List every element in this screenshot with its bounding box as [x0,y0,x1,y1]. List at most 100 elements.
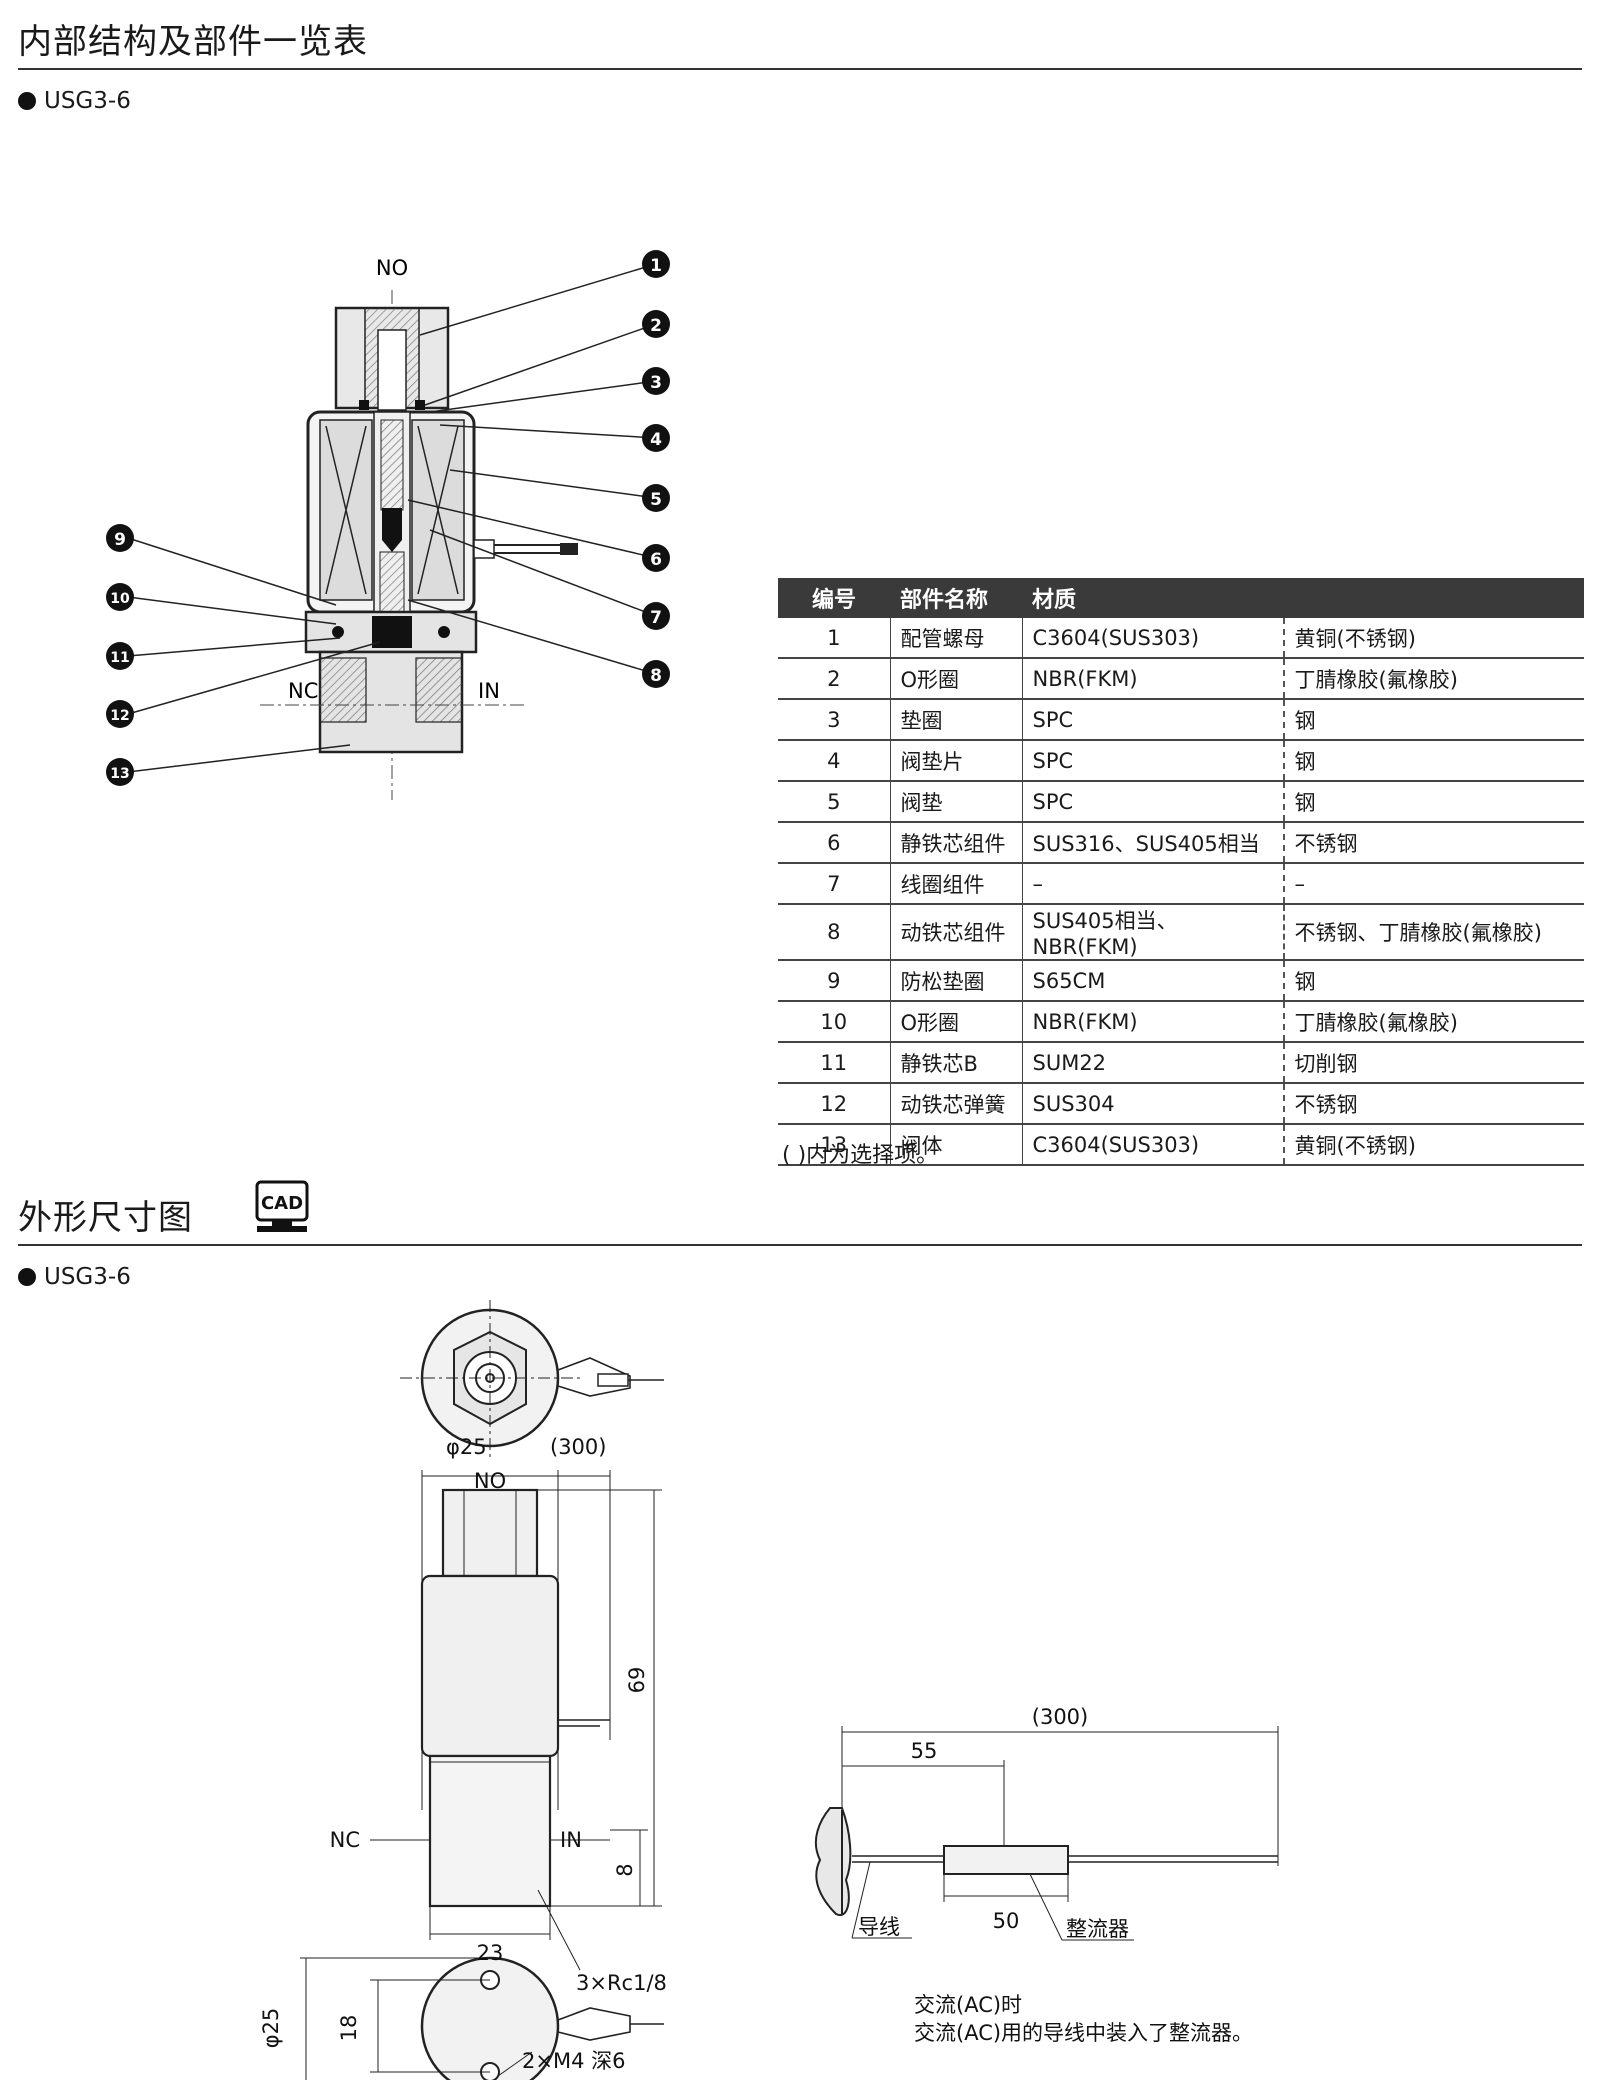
dim-lead-300: (300) [550,1435,606,1459]
row-material: C3604(SUS303) [1022,1124,1285,1166]
row-material-cn: 钢 [1283,960,1584,1002]
front-no-label: NO [474,1469,506,1493]
callout-12: 12 [110,708,129,724]
dim-phi25: φ25 [446,1435,487,1459]
row-material-cn: 不锈钢 [1283,1083,1584,1125]
header-name: 部件名称 [890,578,1022,618]
row-name: 垫圈 [890,699,1023,741]
row-material: – [1022,863,1285,905]
model-label: USG3-6 [18,88,131,114]
row-no: 4 [778,740,891,782]
row-name: 静铁芯B [890,1042,1023,1084]
row-material-cn: – [1283,863,1584,905]
callouts: 1 2 3 4 5 6 7 8 9 10 11 12 13 [106,250,670,786]
table-header-row: 编号 部件名称 材质 [778,578,1584,618]
row-no: 13 [778,1124,891,1166]
row-material: S65CM [1022,960,1285,1002]
bullet-icon [18,92,36,110]
row-material-cn: 丁腈橡胶(氟橡胶) [1283,658,1584,700]
front-nc-label: NC [330,1828,360,1852]
row-no: 5 [778,781,891,823]
callout-2: 2 [650,316,662,336]
model-text: USG3-6 [44,88,131,114]
row-name: 配管螺母 [890,618,1023,659]
port-spec: 3×Rc1/8 [576,1971,667,1995]
section-title-internal: 内部结构及部件一览表 [18,22,368,62]
row-no: 1 [778,618,891,659]
row-material: C3604(SUS303) [1022,618,1285,659]
rectifier-len-50: 50 [993,1909,1020,1933]
leader-lines [127,263,657,773]
row-material-cn: 切削钢 [1283,1042,1584,1084]
row-material: SUM22 [1022,1042,1285,1084]
row-material-cn: 钢 [1283,781,1584,823]
row-no: 12 [778,1083,891,1125]
row-no: 9 [778,960,891,1002]
row-material: SUS405相当、NBR(FKM) [1022,904,1285,961]
dim-23: 23 [477,1941,504,1965]
row-no: 10 [778,1001,891,1043]
rectifier-box [943,1845,1069,1875]
front-nut [441,1488,539,1578]
table-note: ( )内为选择项。 [782,1143,939,1168]
model-label: USG3-6 [18,1264,131,1290]
callout-7: 7 [650,608,662,628]
callout-10: 10 [110,591,130,607]
header-material: 材质 [1022,578,1584,618]
header-no: 编号 [778,578,890,618]
row-material-cn: 丁腈橡胶(氟橡胶) [1283,1001,1584,1043]
row-name: 线圈组件 [890,863,1023,905]
row-name: 动铁芯弹簧 [890,1083,1023,1125]
bullet-icon [18,1268,36,1286]
ac-note-line1: 交流(AC)时 [914,1993,1022,2017]
row-name: 防松垫圈 [890,960,1023,1002]
row-name: 阀垫片 [890,740,1023,782]
row-material-cn: 黄铜(不锈钢) [1283,618,1584,659]
dim-8: 8 [613,1863,637,1876]
front-in-label: IN [560,1828,582,1852]
row-material-cn: 不锈钢、丁腈橡胶(氟橡胶) [1283,904,1584,961]
front-coil [420,1574,560,1758]
bottom-dim-phi25: φ25 [260,2008,283,2049]
row-material: NBR(FKM) [1022,1001,1285,1043]
dim-18: 18 [337,2015,361,2042]
cad-icon[interactable]: CAD [254,1180,310,1236]
wire-label: 导线 [858,1915,900,1939]
row-no: 2 [778,658,891,700]
section-divider [18,68,1582,70]
lead-wire-drawing: (300) 55 50 导线 整流器 交流(AC)时 交流(AC)用的导线中装入… [814,1705,1279,2045]
row-material: SUS304 [1022,1083,1285,1125]
cross-section-diagram: NO NC IN [106,250,670,800]
row-material: SPC [1022,781,1285,823]
dimension-drawing: φ25 (300) NO 69 NC IN 8 23 3×Rc1/8 φ25 1… [260,1300,667,2080]
callout-9: 9 [114,530,126,550]
row-name: O形圈 [890,1001,1023,1043]
lead-len-55: 55 [911,1739,938,1763]
row-name: 动铁芯组件 [890,904,1023,961]
mount-spec: 2×M4 深6 [522,2049,625,2073]
row-name: O形圈 [890,658,1023,700]
row-material: SPC [1022,699,1285,741]
section-title-dimensions: 外形尺寸图 [18,1198,193,1238]
row-name: 阀垫 [890,781,1023,823]
row-no: 7 [778,863,891,905]
row-material: NBR(FKM) [1022,658,1285,700]
row-material-cn: 黄铜(不锈钢) [1283,1124,1584,1166]
in-label: IN [478,679,500,703]
row-material-cn: 钢 [1283,740,1584,782]
callout-5: 5 [650,490,662,510]
callout-4: 4 [650,430,662,450]
row-material-cn: 钢 [1283,699,1584,741]
dim-69: 69 [625,1667,649,1694]
no-label: NO [376,256,408,280]
rectifier-label: 整流器 [1066,1917,1129,1941]
